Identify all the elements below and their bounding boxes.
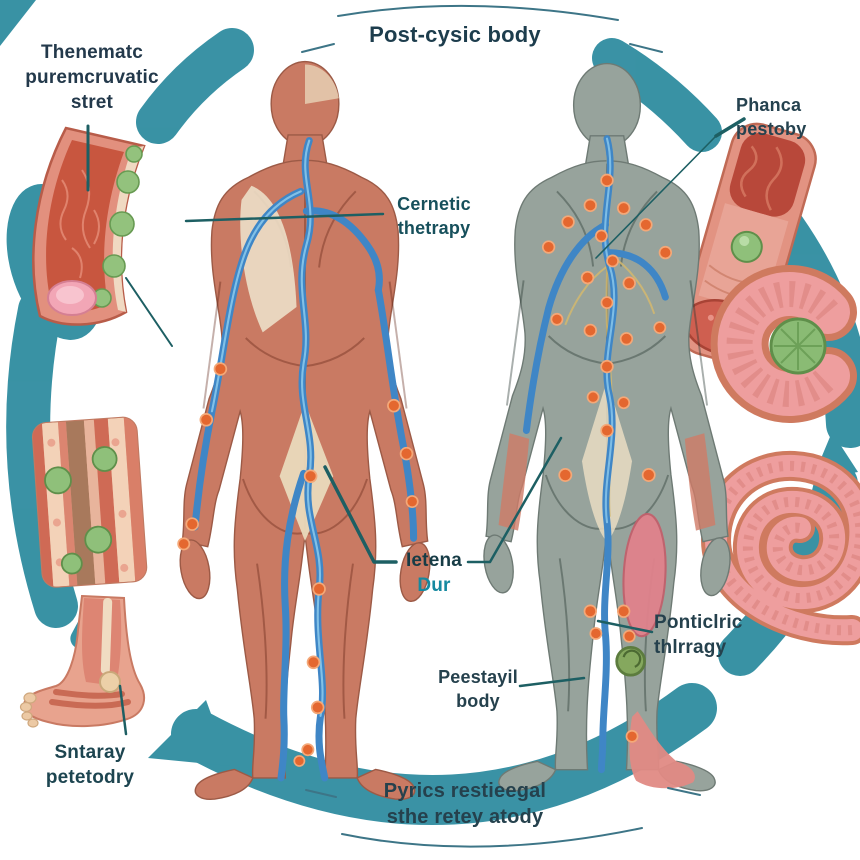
ring-arrowhead-left — [148, 700, 230, 766]
ring-arc-top-right — [592, 38, 722, 152]
lymph-nodes-left-figure — [177, 362, 419, 767]
left-body-figure — [175, 60, 435, 800]
label-phanca-pestoby: Phanca pestoby — [736, 95, 807, 139]
label-pyrics-restieegal: Pyrics restieegal sthe retey atody — [383, 780, 547, 829]
label-ponticlric-thlrragy: Ponticlric thlrragy — [654, 612, 743, 659]
duct-nodules — [92, 145, 143, 308]
inset-tissue-section — [31, 416, 148, 588]
ring-corner-wedge — [0, 0, 36, 46]
label-cernetic-thetrapy: Cernetic thetrapy — [397, 194, 471, 238]
ring-arc-top-left — [136, 28, 254, 144]
hamstring-muscle — [622, 512, 667, 638]
label-post-cysic-body: Post-cysic body — [369, 22, 541, 47]
inset-duct-cross-section — [32, 126, 146, 326]
label-thenematc: Thenematc puremcruvatic stret — [25, 42, 159, 114]
inset-spiral — [700, 450, 860, 646]
inset-c-ring — [710, 265, 857, 423]
label-sntaray-petetodry: Sntaray petetodry — [45, 742, 135, 789]
label-hetena-dur: Ietena Dur — [405, 550, 463, 597]
pink-heel — [629, 711, 695, 789]
inset-foot-ankle — [19, 594, 146, 728]
fascia-upper-back — [240, 185, 297, 333]
tissue-nodes — [44, 446, 118, 575]
muscle-nodule — [730, 230, 763, 263]
label-peestayil-body: Peestayil body — [438, 667, 518, 711]
